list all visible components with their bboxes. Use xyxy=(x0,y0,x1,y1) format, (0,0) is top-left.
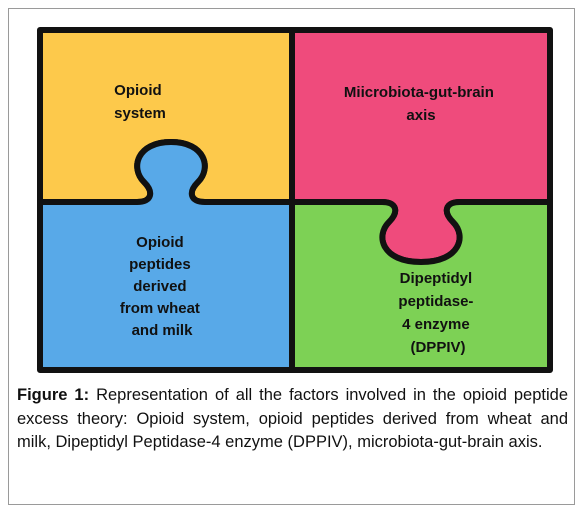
label-line: derived xyxy=(133,278,186,295)
label-line: from wheat xyxy=(120,300,200,317)
label-line: peptides xyxy=(129,256,191,273)
puzzle-piece-dppiv xyxy=(289,199,553,373)
label-line: Opioid xyxy=(136,234,184,251)
label-line: and milk xyxy=(132,322,194,339)
label-line: Miicrobiota-gut-brain xyxy=(344,84,494,101)
caption-text: Representation of all the factors involv… xyxy=(17,386,568,451)
label-line: peptidase- xyxy=(398,293,473,310)
label-microbiota-gut-brain-axis: Miicrobiota-gut-brain axis xyxy=(344,84,498,124)
figure-label: Figure 1: xyxy=(17,386,90,404)
label-opioid-peptides: Opioid peptides derived from wheat and m… xyxy=(120,234,204,339)
label-line: Opioid xyxy=(114,82,162,99)
label-line: system xyxy=(114,105,166,122)
figure-caption: Figure 1: Representation of all the fact… xyxy=(17,384,568,455)
label-line: (DPPIV) xyxy=(410,339,465,356)
label-line: axis xyxy=(406,107,435,124)
label-line: Dipeptidyl xyxy=(400,270,473,287)
label-dppiv: Dipeptidyl peptidase- 4 enzyme (DPPIV) xyxy=(398,270,477,356)
puzzle-piece-opioid-peptides xyxy=(37,139,295,373)
label-opioid-system: Opioid system xyxy=(114,82,166,122)
label-line: 4 enzyme xyxy=(402,316,470,333)
puzzle-diagram: Opioid system Miicrobiota-gut-brain axis… xyxy=(37,27,553,373)
